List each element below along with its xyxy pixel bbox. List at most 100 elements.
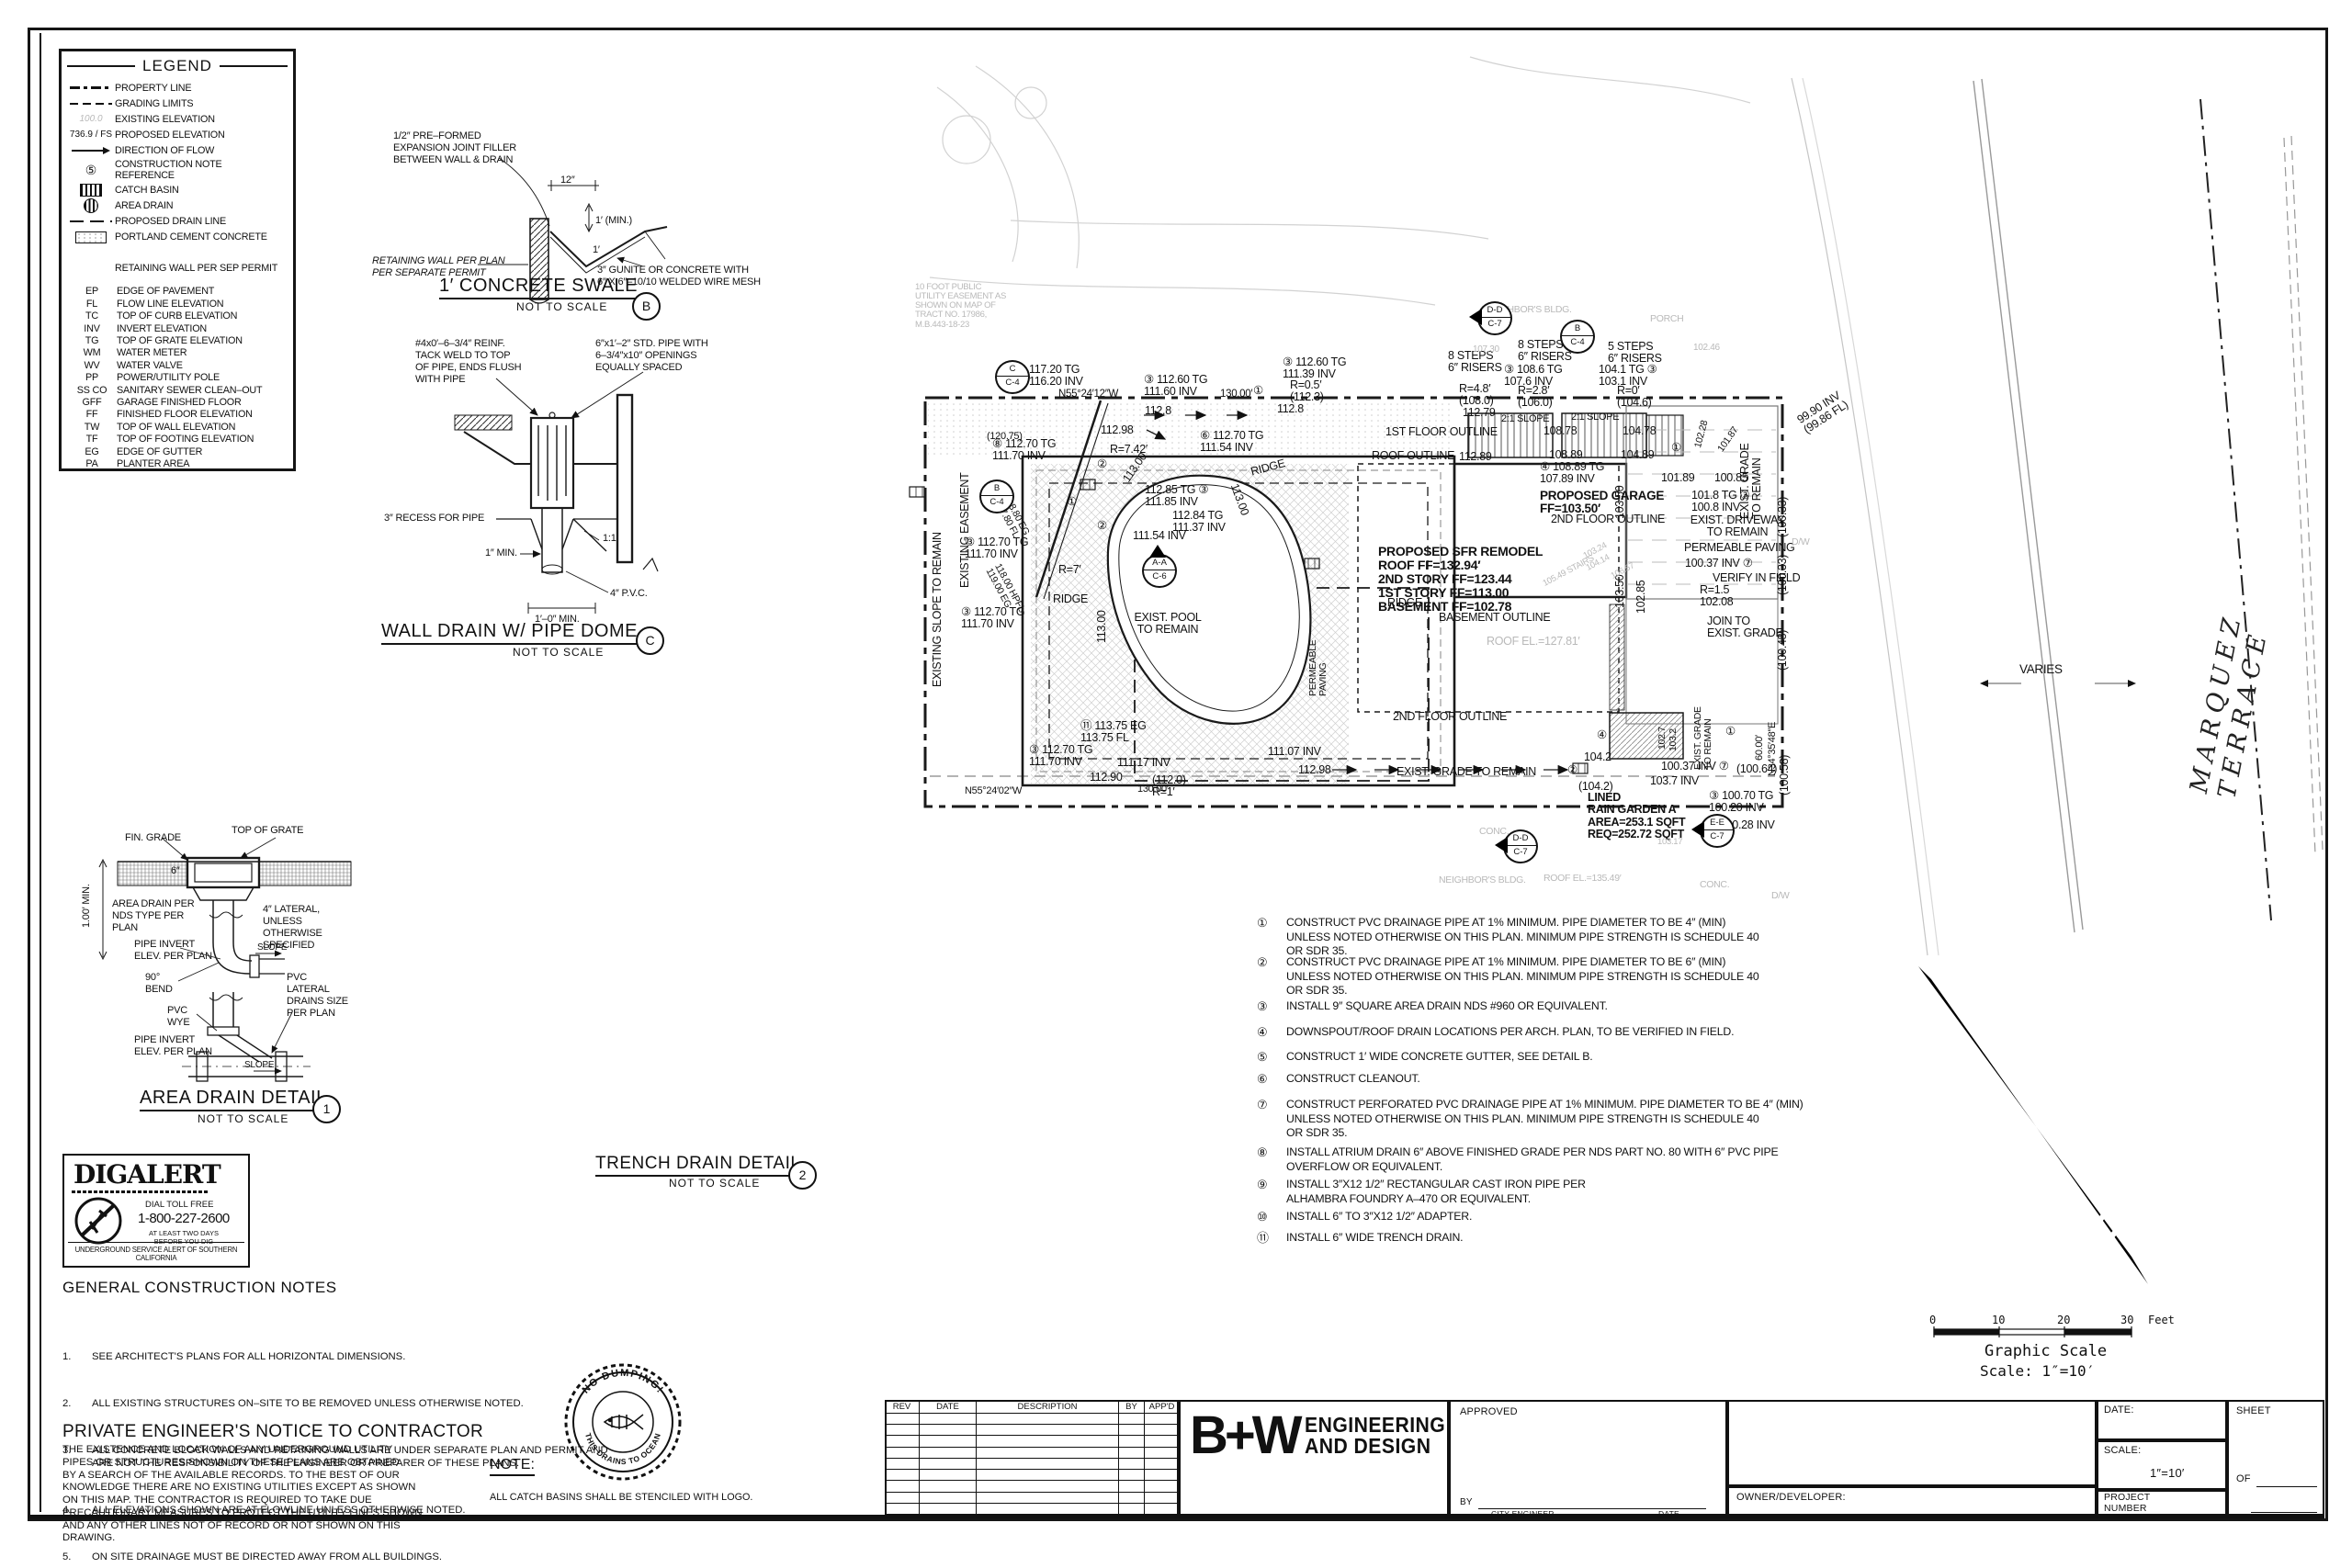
plan-callout: EXIST. DRIVEWAY TO REMAIN (1690, 513, 1785, 539)
notice-title: PRIVATE ENGINEER'S NOTICE TO CONTRACTOR (62, 1422, 484, 1441)
legend-symbol-icon (67, 246, 115, 260)
plan-callout: ROOF OUTLINE (1372, 449, 1455, 462)
plan-callout: 101.8 TG ③ 100.8 INV (1691, 489, 1750, 514)
plan-callout: RIDGE (1053, 592, 1089, 605)
plan-callout: NEIGHBOR'S BLDG. (1485, 304, 1572, 315)
plan-callout: VERIFY IN FIELD (1713, 571, 1801, 584)
areadrain-bend: 90° BEND (145, 972, 173, 995)
plan-callout: 112.84 TG 111.37 INV (1172, 509, 1226, 535)
plan-callout: 111.07 INV (1268, 745, 1321, 758)
areadrain-invert2: PIPE INVERT ELEV. PER PLAN (134, 1034, 212, 1057)
logo-line2: AND DESIGN (1304, 1434, 1430, 1459)
owner-block: OWNER/DEVELOPER: (1727, 1486, 2097, 1516)
plan-callout: RIDGE (1387, 596, 1423, 609)
plan-callout: (112.0) R=1′ (1152, 773, 1186, 799)
legend-symbol-icon (67, 81, 115, 95)
legend-title: LEGEND (67, 57, 288, 75)
swale-dim-1min: 1′ (MIN.) (595, 215, 632, 226)
plan-callout: EXIST. POOL TO REMAIN (1134, 611, 1202, 637)
digalert-logo: DIGALERT (74, 1159, 221, 1190)
areadrain-min: 1.00′ MIN. (81, 884, 92, 928)
plan-callout: 2ND FLOOR OUTLINE (1393, 710, 1508, 723)
plan-callout: EXIST. GRADE TO REMAIN (1396, 765, 1537, 778)
scale-value: 1″=10′ (2150, 1466, 2185, 1480)
areadrain-six: 6″ (171, 865, 180, 876)
plan-callout: LINED RAIN GARDEN A AREA=253.1 SQFT REQ=… (1588, 791, 1686, 841)
walldrain-reinf-note: #4x0′–6–3/4″ REINF. TACK WELD TO TOP OF … (415, 338, 522, 385)
swale-wall-note: RETAINING WALL PER PLAN PER SEPARATE PER… (372, 255, 505, 278)
scalebar-title: Graphic Scale (1984, 1342, 2108, 1360)
plan-callout: 117.20 TG 116.20 INV (1029, 363, 1083, 389)
revision-row (885, 1436, 1179, 1448)
sheet-line2 (2251, 1512, 2317, 1513)
plan-callout: 102.46 (1693, 343, 1720, 353)
plan-callout: ⑪ 113.75 EG 113.75 FL (1080, 719, 1147, 745)
swale-title: 1′ CONCRETE SWALE (439, 276, 638, 300)
walldrain-ref-circle: C (636, 626, 664, 655)
plan-callout: EXIST. GRADE TO REMAIN (1738, 443, 1764, 519)
approved-date-label: DATE (1658, 1509, 1679, 1518)
plan-callout: ③ 112.60 TG 111.39 INV (1283, 355, 1347, 381)
plan-callout: PORCH (1650, 313, 1684, 324)
date-block: DATE: (2097, 1400, 2227, 1440)
swale-ref-circle: B (632, 292, 661, 321)
general-notes-list: 1.SEE ARCHITECT'S PLANS FOR ALL HORIZONT… (62, 1301, 889, 1568)
legend-row (67, 245, 288, 260)
plan-callout: 103.2 (1668, 728, 1679, 751)
legend-row: DIRECTION OF FLOW (67, 143, 288, 158)
swale-gunite-note: 3″ GUNITE OR CONCRETE WITH 6″ X 6″–10/10… (597, 265, 761, 288)
plan-callout: EXISTING EASEMENT (958, 472, 971, 588)
plan-callout: 112.98 (1298, 763, 1331, 776)
legend-symbol-icon (67, 96, 115, 110)
plan-callout: 100.37 INV ⑦ (1685, 557, 1753, 570)
walldrain-pipe-note: 6″x1′–2″ STD. PIPE WITH 6–3/4″x10″ OPENI… (595, 338, 708, 373)
plan-callout: ① (1671, 441, 1681, 454)
sheet-of-label: OF (2236, 1473, 2251, 1484)
plan-callout: PERMEABLE PAVING (1307, 639, 1329, 697)
svg-text:THIS DRAINS TO OCEAN: THIS DRAINS TO OCEAN (583, 1432, 662, 1466)
legend-box: LEGEND PROPERTY LINE GRADING LIMITS 100.… (59, 49, 296, 471)
legend-row: PORTLAND CEMENT CONCRETE (67, 230, 288, 244)
plan-callout: 112.85 TG ③ 111.85 INV (1145, 483, 1209, 509)
titleblock-bottom-rule (28, 1515, 2324, 1518)
plan-callout: ROOF EL.=135.49′ (1544, 873, 1622, 884)
areadrain-detail-linework (98, 837, 352, 1082)
areadrain-nts: NOT TO SCALE (198, 1112, 289, 1125)
plan-callout: (120.75) (987, 431, 1023, 442)
plan-callout: R=0.5′ (112.3) (1290, 378, 1324, 404)
plan-callout: EXISTING SLOPE TO REMAIN (931, 532, 944, 687)
legend-row: 736.9 / FS PROPOSED ELEVATION (67, 128, 288, 142)
project-number-block: PROJECT NUMBER (2097, 1490, 2227, 1516)
plan-callout: ③ 100.70 TG 100.20 INV (1709, 789, 1774, 815)
legend-symbol-icon (67, 199, 115, 213)
plan-callout: ⑥ 112.70 TG 111.54 INV (1200, 429, 1264, 455)
walldrain-recess-note: 3″ RECESS FOR PIPE (384, 513, 485, 524)
legend-symbol-icon (67, 184, 115, 197)
plan-callout: (100.64) (1736, 762, 1778, 775)
plan-callout: ② (1097, 457, 1107, 470)
plan-callout: N55°24′02″W (965, 785, 1023, 796)
plan-callout: (100.48) (1776, 629, 1789, 671)
signature-line (1478, 1508, 1706, 1509)
plan-callout: 100.85 (1714, 471, 1748, 484)
blank-block (1727, 1400, 2097, 1486)
plan-callout: PROPOSED GARAGE FF=103.50′ (1540, 489, 1665, 516)
revision-row (885, 1414, 1179, 1426)
walldrain-slope: 1:1 (603, 533, 616, 544)
walldrain-pvc: 4″ P.V.C. (610, 588, 648, 599)
plan-callout: 113.00 (1095, 610, 1108, 643)
plan-callout: 1ST FLOOR OUTLINE (1385, 425, 1498, 438)
scale-block: SCALE: 1″=10′ (2097, 1440, 2227, 1490)
legend-symbol-icon: 736.9 / FS (69, 130, 113, 141)
areadrain-top-grate: TOP OF GRATE (232, 825, 304, 836)
scalebar-scale: Scale: 1″=10′ (1980, 1362, 2096, 1380)
scalebar-graphic (1933, 1326, 2132, 1337)
plan-callout: 112.8 (1277, 402, 1304, 415)
areadrain-lateral2: PVC LATERAL DRAINS SIZE PER PLAN (287, 972, 348, 1019)
